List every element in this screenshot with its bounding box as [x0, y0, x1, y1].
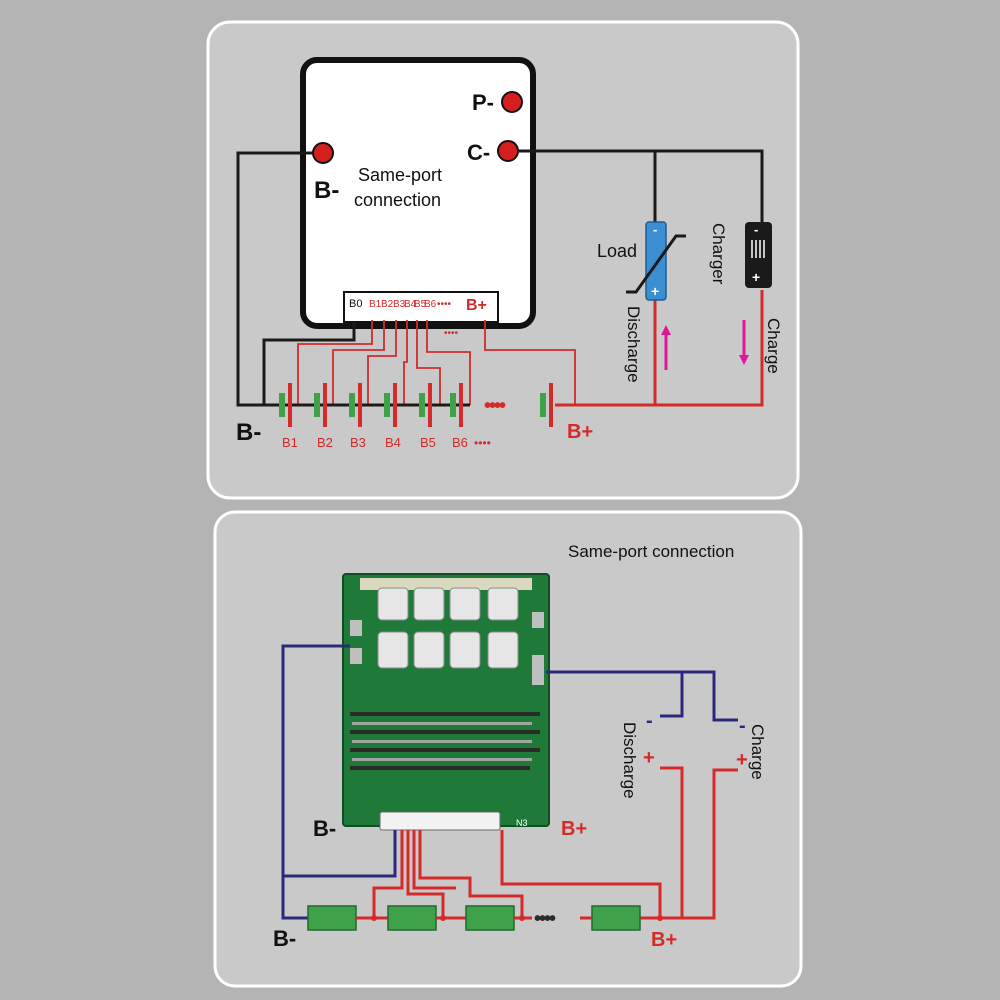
strip-b2: B2: [381, 299, 394, 310]
strip-b5: B5: [414, 299, 427, 310]
cell-label-b4: B4: [385, 435, 401, 450]
charge-minus: -: [739, 715, 746, 737]
cell-label-b3: B3: [350, 435, 366, 450]
bottom-discharge-label: Discharge: [620, 722, 639, 799]
c-minus-terminal: [497, 140, 519, 162]
load-minus: -: [653, 222, 657, 237]
top-cells: [279, 383, 553, 427]
charger-grille: [751, 240, 765, 258]
strip-bplus: B+: [466, 297, 487, 314]
strip-b1: B1: [369, 299, 382, 310]
bottom-cells: [292, 905, 663, 931]
board-b-plus-label: B+: [561, 818, 587, 840]
module-note-line1: Same-port: [358, 165, 442, 185]
top-black-wires: [236, 149, 764, 407]
pcb-board: [342, 573, 550, 831]
top-b-minus-label: B-: [236, 419, 261, 446]
bms-module: [300, 57, 536, 329]
strip-b4: B4: [404, 299, 417, 310]
cell-label-b6: B6: [452, 435, 468, 450]
top-red-sense-wires: [297, 320, 576, 405]
module-note-line2: connection: [354, 190, 441, 210]
board-code: N3: [516, 818, 528, 828]
discharge-minus: -: [646, 710, 653, 732]
p-minus-label: P-: [472, 90, 494, 115]
strip-b3: B3: [393, 299, 406, 310]
b-minus-terminal: [312, 142, 334, 164]
charger-box: [745, 222, 772, 288]
bottom-pack-dots: ••••: [534, 908, 556, 930]
top-charge-label: Charge: [764, 318, 783, 374]
bottom-charge-label: Charge: [748, 724, 767, 780]
top-discharge-label: Discharge: [624, 306, 643, 383]
strip-under-dots: ••••: [444, 328, 459, 339]
cell-label-more: ••••: [474, 436, 491, 450]
pack-b-plus-label: B+: [651, 929, 677, 951]
cell-label-b2: B2: [317, 435, 333, 450]
strip-b6: B6: [424, 299, 437, 310]
pack-b-minus-label: B-: [273, 926, 296, 951]
board-b-minus-label: B-: [313, 816, 336, 841]
load-variable-symbol: [626, 234, 686, 294]
charger-label: Charger: [709, 223, 728, 285]
c-minus-label: C-: [467, 140, 490, 165]
discharge-plus: +: [643, 747, 655, 769]
p-minus-terminal: [501, 91, 523, 113]
cell-label-b1: B1: [282, 435, 298, 450]
charge-plus: +: [736, 749, 748, 771]
load-resistor: [645, 221, 667, 301]
load-plus: +: [651, 283, 659, 299]
charger-minus: -: [754, 222, 758, 237]
balance-connector-strip: [343, 291, 499, 323]
cell-label-b5: B5: [420, 435, 436, 450]
strip-dots: ••••: [437, 299, 452, 310]
top-pack-dots: ••••: [484, 395, 506, 417]
charger-plus: +: [752, 269, 760, 285]
top-b-plus-label: B+: [567, 421, 593, 443]
bottom-red-wires: [372, 766, 738, 920]
top-pack-wire: [272, 290, 764, 407]
strip-b0: B0: [349, 298, 362, 310]
b-minus-module-label: B-: [314, 177, 339, 204]
load-label: Load: [597, 241, 637, 261]
bottom-title: Same-port connection: [568, 542, 734, 561]
